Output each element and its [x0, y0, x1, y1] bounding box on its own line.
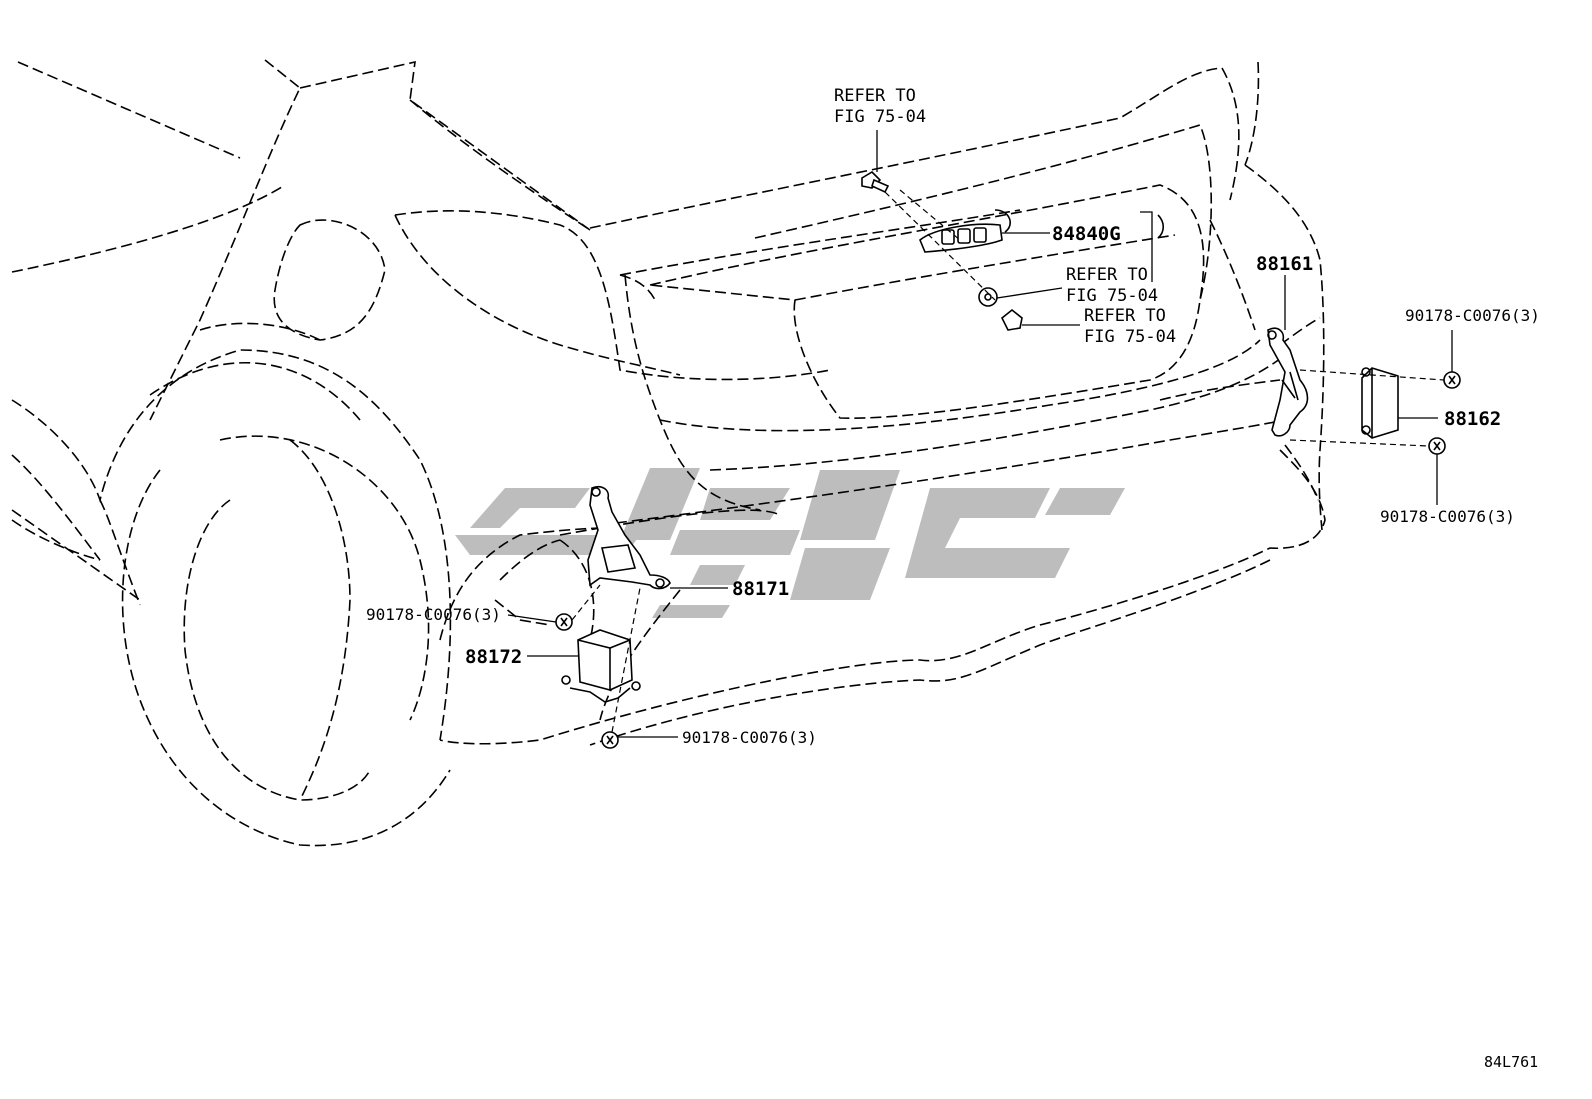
figure-code: 84L761 — [1484, 1053, 1538, 1071]
part-number-88172[interactable]: 88172 — [465, 646, 522, 668]
bolt-left-icon — [555, 613, 573, 631]
part-number-bolt-bottom-left[interactable]: 90178-C0076(3) — [682, 728, 817, 747]
labels: REFER TO FIG 75-04 84840G REFER TO FIG 7… — [366, 86, 1540, 1071]
clip-icon — [1000, 308, 1023, 331]
car-body-outline — [11, 59, 1326, 847]
part-number-88171[interactable]: 88171 — [732, 578, 789, 600]
bolt-top-right-icon — [1443, 371, 1461, 389]
part-number-88161[interactable]: 88161 — [1256, 253, 1313, 275]
part-number-bolt-left[interactable]: 90178-C0076(3) — [366, 605, 501, 624]
refer-label-1-line1: REFER TO — [834, 86, 916, 106]
part-88161-bracket[interactable] — [1267, 327, 1309, 437]
bolt-bottom-left-icon — [601, 731, 619, 749]
bolt-icon — [861, 170, 890, 194]
part-88172-sensor[interactable] — [561, 629, 641, 703]
part-number-bolt-bottom-right[interactable]: 90178-C0076(3) — [1380, 507, 1515, 526]
nut-icon — [978, 287, 998, 307]
part-number-88162[interactable]: 88162 — [1444, 408, 1501, 430]
part-88162-sensor[interactable] — [1361, 367, 1399, 439]
part-88171-bracket[interactable] — [587, 485, 671, 590]
refer-label-3-line2: FIG 75-04 — [1084, 327, 1176, 347]
part-84840g-switch[interactable] — [919, 209, 1165, 253]
watermark-logo — [455, 468, 1125, 618]
refer-label-2-line2: FIG 75-04 — [1066, 286, 1158, 306]
refer-label-1-line2: FIG 75-04 — [834, 107, 926, 127]
bolt-bottom-right-icon — [1428, 437, 1446, 455]
part-number-84840g[interactable]: 84840G — [1052, 223, 1121, 245]
leader-lines — [507, 130, 1453, 738]
refer-label-2-line1: REFER TO — [1066, 265, 1148, 285]
refer-label-3-line1: REFER TO — [1084, 306, 1166, 326]
part-number-bolt-top-right[interactable]: 90178-C0076(3) — [1405, 306, 1540, 325]
